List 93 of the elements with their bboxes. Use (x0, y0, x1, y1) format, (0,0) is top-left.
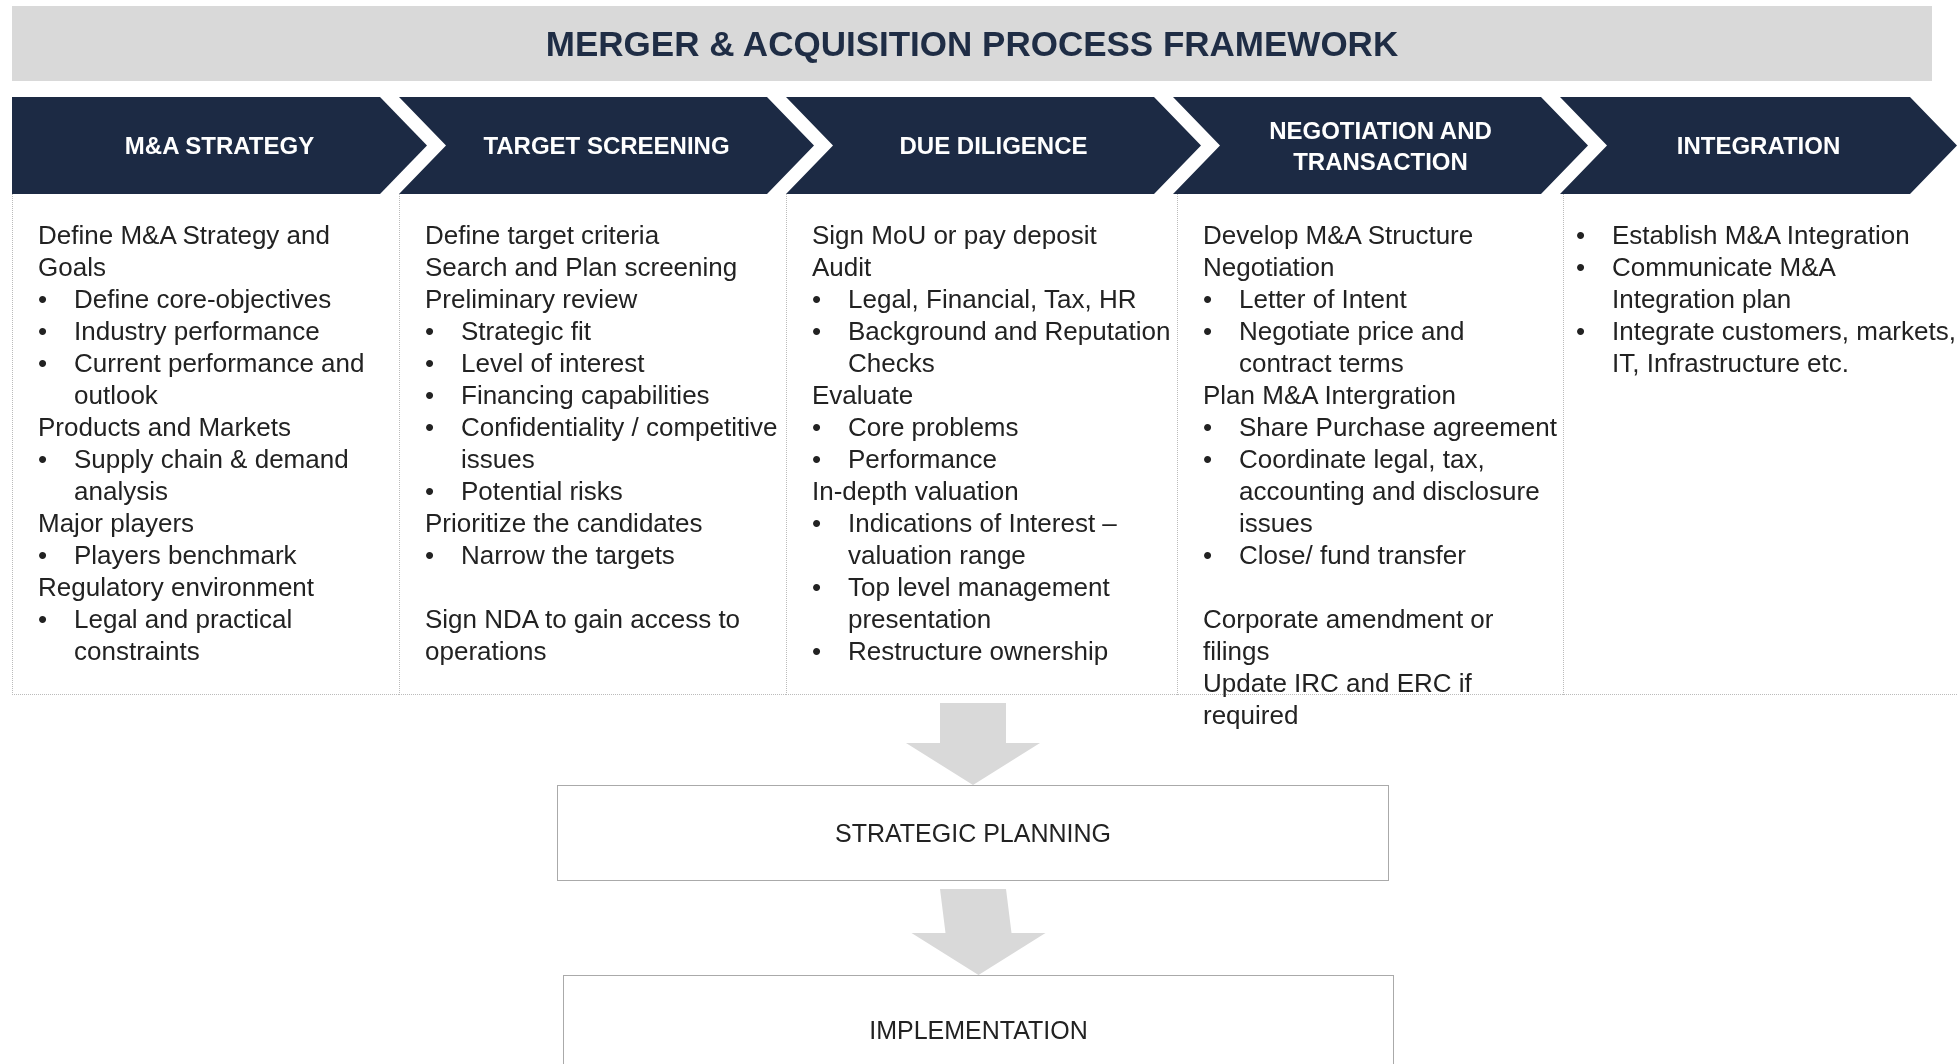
bullet-text: Top level management presentation (848, 571, 1111, 635)
detail-text: Corporate amendment or filings (1203, 603, 1495, 667)
stage-box (563, 975, 1394, 1064)
bullet: • (38, 315, 49, 347)
bullet: • (425, 411, 436, 444)
block-arrow (906, 703, 1040, 785)
step-title: NEGOTIATION AND TRANSACTION (1268, 115, 1493, 177)
step-details-panel (1563, 194, 1957, 695)
bullet: • (38, 443, 49, 476)
bullet: • (1576, 219, 1587, 251)
bullet-text: Close/ fund transfer (1239, 539, 1466, 571)
bullet: • (38, 283, 49, 315)
stage-label: IMPLEMENTATION (869, 1015, 1088, 1045)
bullet-text: Core problems (848, 411, 1019, 443)
detail-text: Plan M&A Intergration (1203, 379, 1457, 411)
bullet: • (425, 475, 436, 507)
block-arrow (911, 889, 1046, 975)
detail-text: Develop M&A Structure (1203, 219, 1475, 251)
bullet: • (1203, 315, 1214, 348)
bullet-text: Current performance and outlook (74, 347, 366, 411)
chevron-step (786, 97, 1201, 194)
step-title: M&A STRATEGY (124, 131, 315, 161)
detail-text: Prioritize the candidates (425, 507, 704, 539)
bullet: • (812, 635, 823, 667)
detail-text: Sign NDA to gain access to operations (425, 603, 742, 667)
bullet: • (1203, 283, 1214, 315)
title: MERGER & ACQUISITION PROCESS FRAMEWORK (545, 23, 1399, 64)
detail-text: Sign MoU or pay deposit (812, 219, 1098, 251)
bullet: • (1203, 539, 1214, 571)
detail-text: Evaluate (812, 379, 915, 411)
bullet: • (1576, 251, 1587, 284)
step-title: INTEGRATION (1676, 131, 1841, 161)
detail-text: Major players (38, 507, 196, 539)
bullet: • (425, 539, 436, 571)
bullet: • (812, 411, 823, 443)
bullet-text: Restructure ownership (848, 635, 1109, 667)
detail-text: In-depth valuation (812, 475, 1020, 507)
detail-text: Products and Markets (38, 411, 292, 443)
detail-text: Regulatory environment (38, 571, 316, 603)
bullet-text: Legal, Financial, Tax, HR (848, 283, 1137, 315)
bullet: • (812, 507, 823, 540)
bullet-text: Establish M&A Integration (1612, 219, 1910, 251)
bullet: • (812, 443, 823, 475)
bullet-text: Negotiate price and contract terms (1239, 315, 1466, 379)
detail-text: Search and Plan screening (425, 251, 739, 283)
stage-label: STRATEGIC PLANNING (835, 818, 1111, 848)
bullet-text: Communicate M&A Integration plan (1612, 251, 1837, 315)
bullet-text: Background and Reputation Checks (848, 315, 1172, 379)
bullet: • (812, 571, 823, 604)
step-details-panel (399, 194, 786, 695)
bullet: • (38, 539, 49, 571)
bullet-text: Define core-objectives (74, 283, 332, 315)
bullet: • (1203, 443, 1214, 476)
bullet: • (1576, 315, 1587, 348)
bullet: • (425, 347, 436, 379)
step-title: TARGET SCREENING (483, 131, 730, 161)
bullet: • (812, 315, 823, 348)
bullet-text: Potential risks (461, 475, 623, 507)
bullet-text: Narrow the targets (461, 539, 675, 571)
bullet-text: Supply chain & demand analysis (74, 443, 350, 507)
bullet: • (812, 283, 823, 315)
bullet: • (1203, 411, 1214, 443)
detail-text: Audit (812, 251, 873, 283)
bullet: • (38, 603, 49, 636)
chevron-step (1173, 97, 1588, 194)
step-details-panel (786, 194, 1177, 695)
detail-text: Negotiation (1203, 251, 1336, 283)
bullet-text: Industry performance (74, 315, 320, 347)
bullet-text: Share Purchase agreement (1239, 411, 1557, 443)
bullet-text: Performance (848, 443, 997, 475)
bullet: • (425, 379, 436, 411)
bullet-text: Letter of Intent (1239, 283, 1407, 315)
bullet-text: Coordinate legal, tax, accounting and disclosure issues (1239, 443, 1541, 539)
bullet-text: Strategic fit (461, 315, 592, 347)
stage-box (557, 785, 1389, 881)
bullet-text: Integrate customers, markets, IT, Infrastructure etc. (1612, 315, 1957, 379)
detail-text: Preliminary review (425, 283, 639, 315)
bullet-text: Level of interest (461, 347, 645, 379)
bullet-text: Financing capabilities (461, 379, 710, 411)
bullet: • (425, 315, 436, 347)
bullet-text: Indications of Interest – valuation range (848, 507, 1118, 571)
step-title: DUE DILIGENCE (899, 131, 1088, 161)
chevron-step (399, 97, 814, 194)
chevron-step (12, 97, 427, 194)
bullet-text: Players benchmark (74, 539, 297, 571)
chevron-step (1560, 97, 1957, 194)
detail-text: Define M&A Strategy and Goals (38, 219, 331, 283)
detail-text: Define target criteria (425, 219, 661, 251)
detail-text: Update IRC and ERC if required (1203, 667, 1473, 731)
step-details-panel (12, 194, 399, 695)
bullet-text: Legal and practical constraints (74, 603, 294, 667)
bullet: • (38, 347, 49, 380)
bullet-text: Confidentiality / competitive issues (461, 411, 779, 475)
